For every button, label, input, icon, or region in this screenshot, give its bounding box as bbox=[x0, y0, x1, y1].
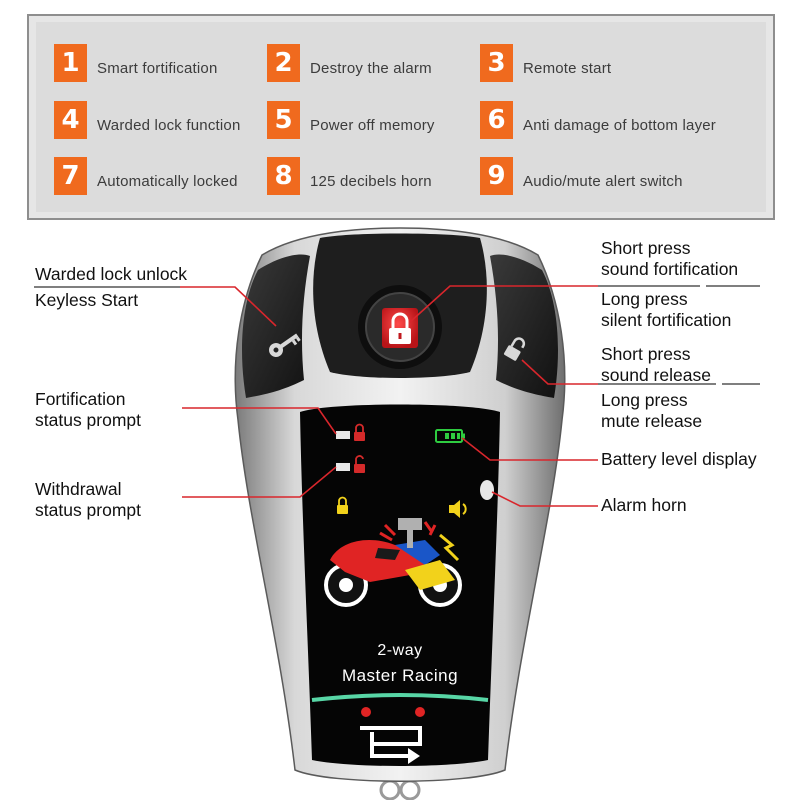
feature-item-4: 4 Warded lock function bbox=[54, 100, 241, 140]
feature-number-badge: 5 bbox=[267, 101, 300, 139]
feature-item-9: 9 Audio/mute alert switch bbox=[480, 156, 683, 196]
small-lock-icon bbox=[337, 496, 348, 514]
withdrawal-label-line1: Withdrawal bbox=[35, 479, 122, 499]
feature-item-3: 3 Remote start bbox=[480, 43, 611, 83]
feature-label: Warded lock function bbox=[97, 116, 241, 134]
feature-item-5: 5 Power off memory bbox=[267, 100, 435, 140]
silent-fortification-label: silent fortification bbox=[601, 310, 732, 330]
key-chain bbox=[379, 779, 421, 800]
feature-item-8: 8 125 decibels horn bbox=[267, 156, 432, 196]
fob-display bbox=[300, 404, 500, 766]
feature-number-badge: 6 bbox=[480, 101, 513, 139]
feature-label: Smart fortification bbox=[97, 59, 218, 77]
short-press-label-1: Short press bbox=[601, 238, 691, 258]
warded-lock-unlock-label: Warded lock unlock bbox=[35, 264, 188, 284]
feature-item-6: 6 Anti damage of bottom layer bbox=[480, 100, 716, 140]
screen-line-2: Master Racing bbox=[341, 666, 459, 685]
keyless-start-label: Keyless Start bbox=[35, 290, 139, 310]
feature-number-badge: 9 bbox=[480, 157, 513, 195]
sound-release-label: sound release bbox=[601, 365, 711, 385]
withdrawal-status-icon bbox=[336, 455, 365, 473]
feature-number-badge: 7 bbox=[54, 157, 87, 195]
feature-label: Audio/mute alert switch bbox=[523, 172, 683, 190]
short-press-label-2: Short press bbox=[601, 344, 691, 364]
lock-button[interactable] bbox=[358, 285, 442, 369]
feature-label: 125 decibels horn bbox=[310, 172, 432, 190]
fortification-label-line1: Fortification bbox=[35, 389, 126, 409]
feature-number-badge: 1 bbox=[54, 44, 87, 82]
feature-number-badge: 8 bbox=[267, 157, 300, 195]
battery-level-label: Battery level display bbox=[601, 449, 757, 469]
battery-icon bbox=[435, 429, 465, 443]
sound-fortification-label: sound fortification bbox=[601, 259, 739, 279]
start-button[interactable] bbox=[360, 707, 425, 764]
feature-label: Power off memory bbox=[310, 116, 435, 134]
fortification-label-line2: status prompt bbox=[35, 410, 142, 430]
start-arrow-icon bbox=[360, 726, 422, 764]
long-press-label-2: Long press bbox=[601, 390, 688, 410]
feature-item-2: 2 Destroy the alarm bbox=[267, 43, 432, 83]
screen-line-1: 2-way bbox=[377, 642, 423, 659]
padlock-icon bbox=[389, 312, 411, 344]
feature-item-7: 7 Automatically locked bbox=[54, 156, 238, 196]
callout-lines bbox=[180, 285, 598, 507]
unlocked-padlock-icon bbox=[503, 337, 526, 361]
key-side-button bbox=[242, 254, 310, 398]
alarm-horn-icon bbox=[480, 480, 494, 500]
fortification-status-icon bbox=[336, 423, 365, 441]
motorcycle-icon bbox=[324, 518, 462, 607]
feature-number-badge: 2 bbox=[267, 44, 300, 82]
feature-number-badge: 3 bbox=[480, 44, 513, 82]
alarm-horn-label: Alarm horn bbox=[601, 495, 687, 515]
feature-panel-inner bbox=[36, 22, 766, 212]
feature-label: Remote start bbox=[523, 59, 612, 77]
feature-label: Automatically locked bbox=[97, 172, 238, 190]
feature-number-badge: 4 bbox=[54, 101, 87, 139]
key-icon bbox=[269, 333, 301, 357]
withdrawal-label-line2: status prompt bbox=[35, 500, 142, 520]
feature-label: Anti damage of bottom layer bbox=[523, 116, 717, 134]
screen-accent-line bbox=[311, 693, 489, 702]
mute-release-label: mute release bbox=[601, 411, 703, 431]
callout-underlines bbox=[34, 285, 760, 385]
long-press-label-1: Long press bbox=[601, 289, 688, 309]
speaker-icon bbox=[449, 500, 467, 518]
feature-label: Destroy the alarm bbox=[310, 59, 432, 77]
feature-panel bbox=[27, 14, 775, 220]
feature-item-1: 1 Smart fortification bbox=[54, 43, 218, 83]
unlock-side-button bbox=[490, 254, 558, 398]
